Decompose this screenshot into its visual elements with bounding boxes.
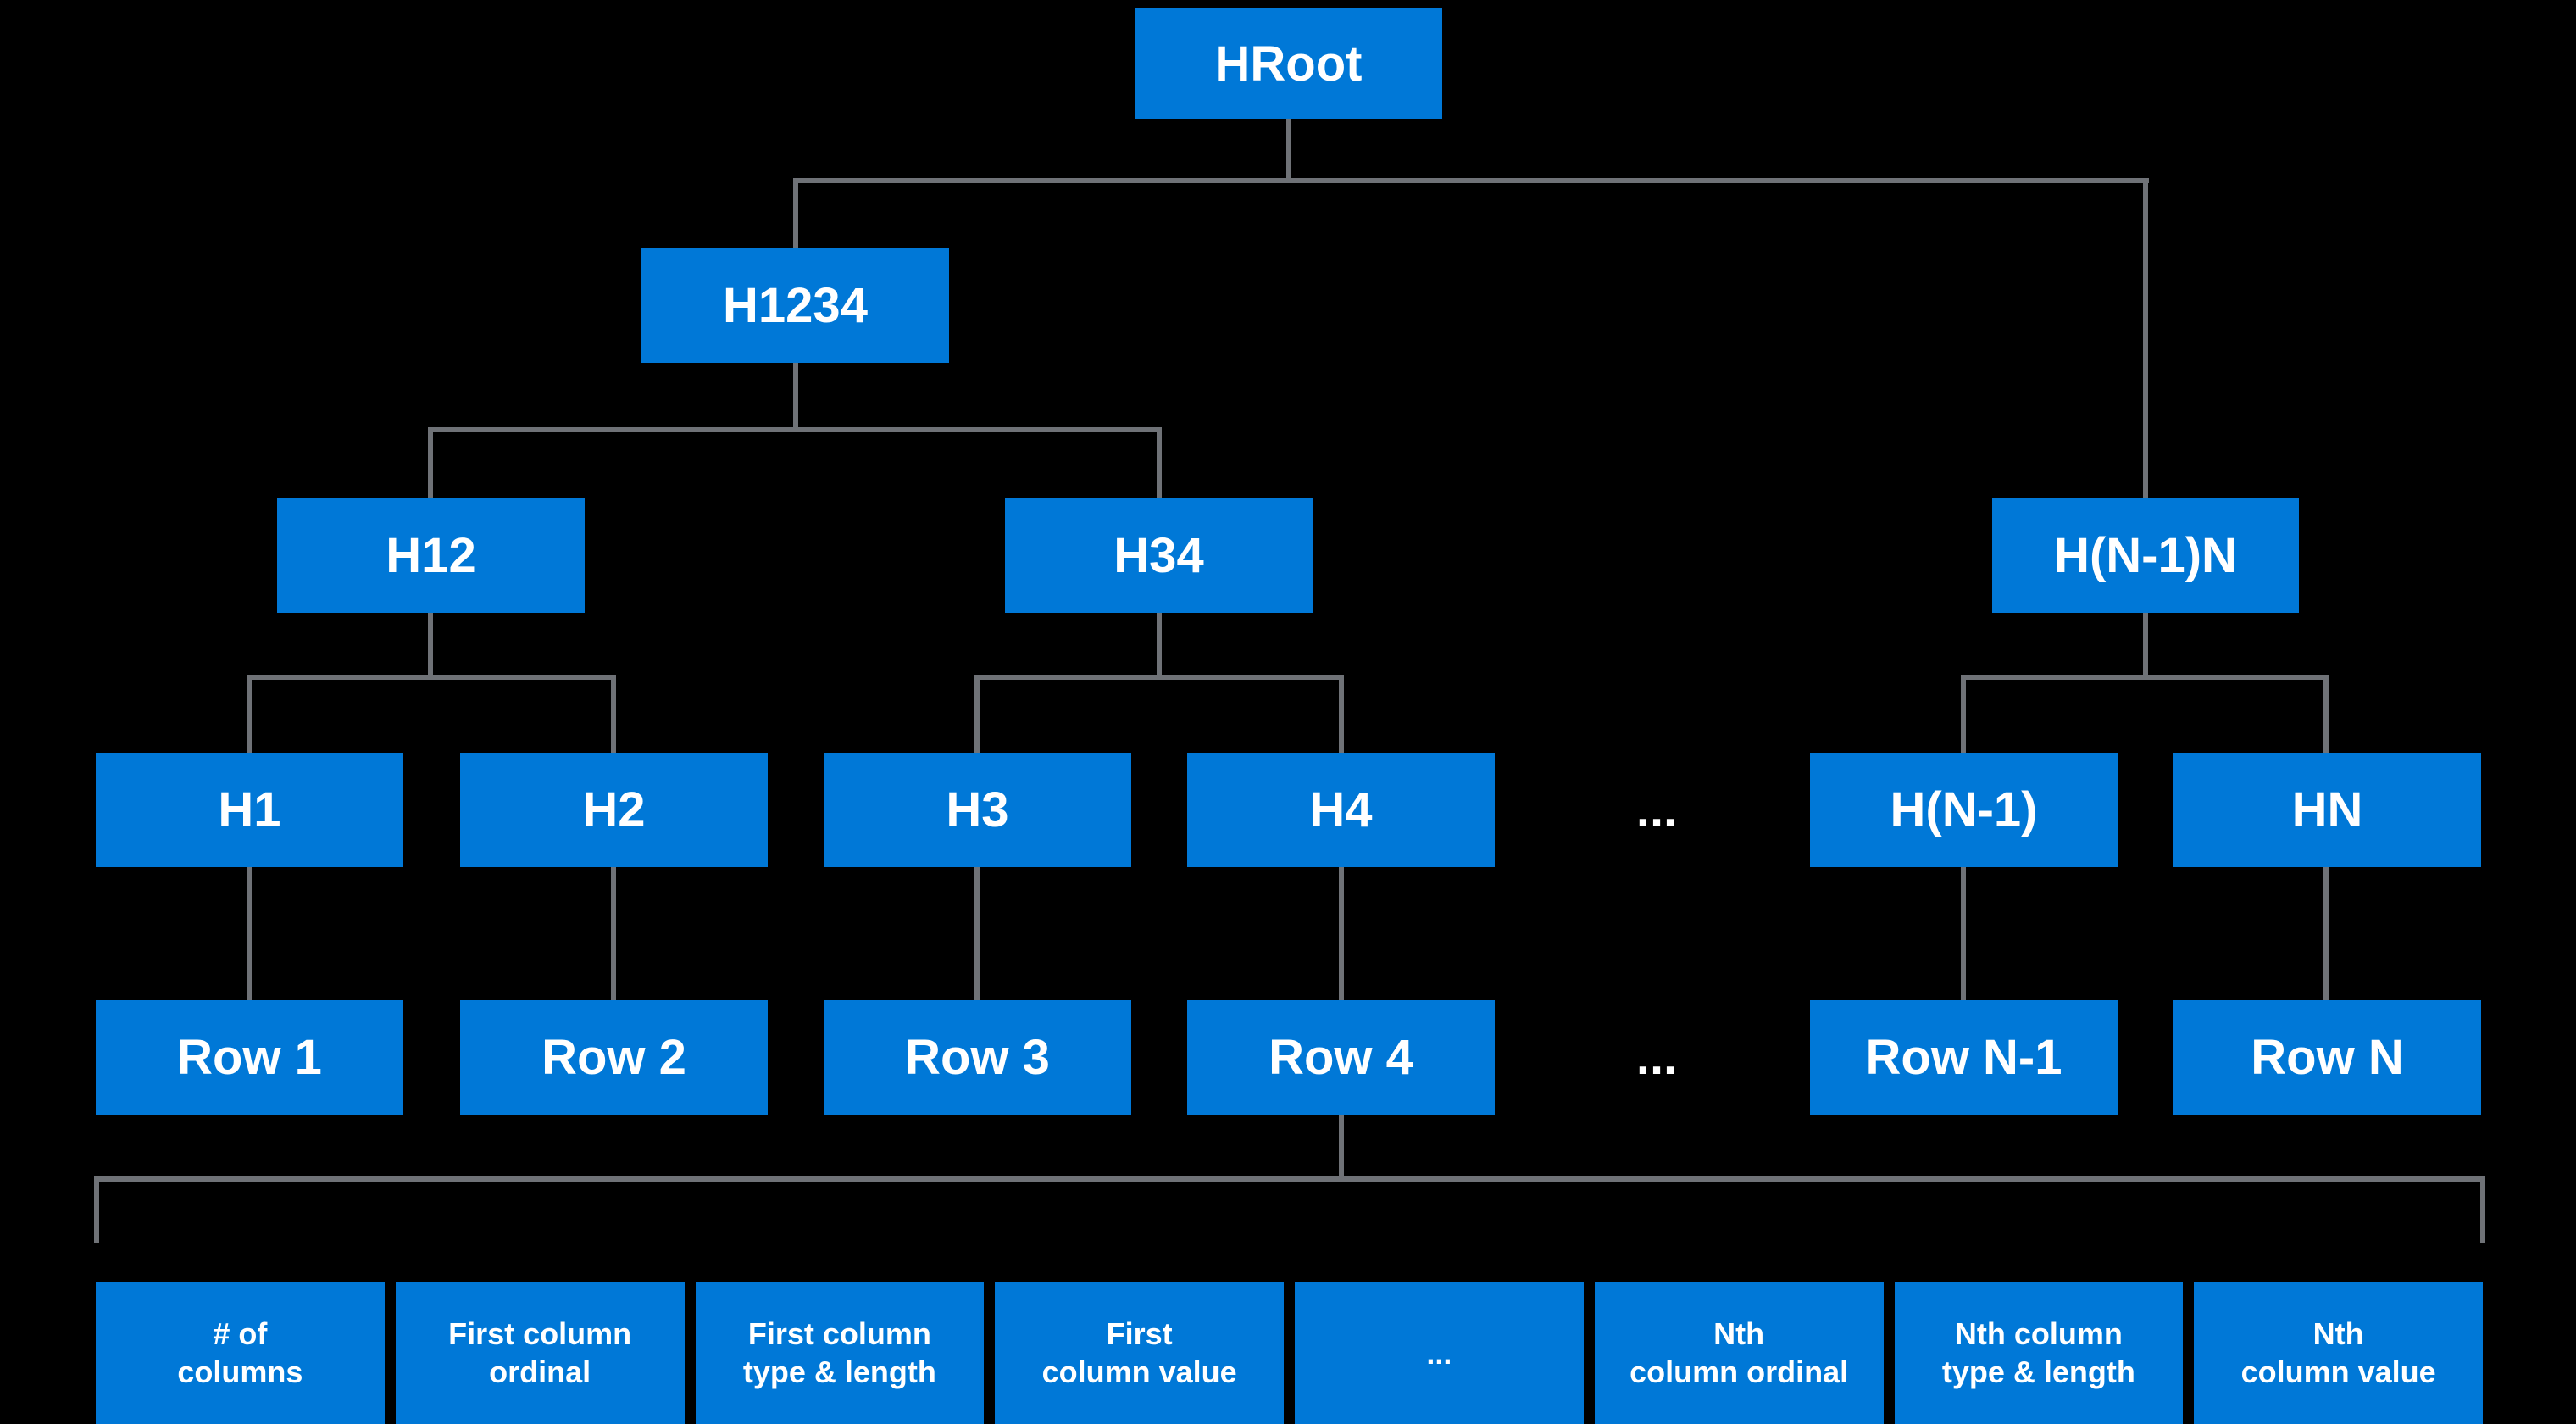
record-cell-nth-column-ordinal: Nth column ordinal (1594, 1282, 1884, 1424)
node-hn1n-label: H(N-1)N (2054, 528, 2237, 583)
connector-root-stem (1286, 117, 1291, 182)
connector-bottom-right-drop (2480, 1176, 2485, 1243)
connector-row4-stem (1339, 1113, 1344, 1181)
connector-hn1-rown1 (1961, 865, 1966, 1002)
connector-level1-horizontal (793, 178, 2149, 183)
connector-h1-row1 (247, 865, 252, 1002)
node-h34-label: H34 (1113, 528, 1204, 583)
connector-h1234-stem (793, 361, 798, 432)
node-hroot: HRoot (1135, 8, 1442, 119)
connector-level1-left-drop (793, 178, 798, 250)
node-rown: Row N (2174, 1000, 2481, 1115)
connector-h4-drop (1339, 675, 1344, 754)
row-record-layout: # of columns First column ordinal First … (96, 1282, 2483, 1424)
node-rown-label: Row N (2251, 1030, 2404, 1085)
record-cell-nth-column-type-length: Nth column type & length (1894, 1282, 2184, 1424)
connector-h34-stem (1157, 611, 1162, 679)
connector-h34-horizontal (974, 675, 1344, 680)
node-hn1-label: H(N-1) (1890, 782, 2038, 837)
connector-level2-right-drop (1157, 427, 1162, 500)
node-row2-label: Row 2 (541, 1030, 686, 1085)
node-row4-label: Row 4 (1269, 1030, 1413, 1085)
node-h1-label: H1 (218, 782, 281, 837)
connector-h12-horizontal (247, 675, 616, 680)
node-hn1: H(N-1) (1810, 753, 2118, 867)
node-row1-label: Row 1 (177, 1030, 322, 1085)
row-level-ellipsis-label: ... (1635, 1030, 1678, 1085)
node-h4-label: H4 (1309, 782, 1373, 837)
connector-hn-rown (2323, 865, 2329, 1002)
node-rown1: Row N-1 (1810, 1000, 2118, 1115)
connector-h3-drop (974, 675, 980, 754)
node-h1234: H1234 (641, 248, 949, 363)
hash-level-ellipsis: ... (1602, 753, 1712, 867)
connector-h2-drop (611, 675, 616, 754)
connector-hn1-drop (1961, 675, 1966, 754)
connector-bottom-left-drop (94, 1176, 99, 1243)
node-row1: Row 1 (96, 1000, 403, 1115)
node-hroot-label: HRoot (1214, 36, 1363, 92)
connector-level2-horizontal (428, 427, 1161, 432)
node-row2: Row 2 (460, 1000, 768, 1115)
record-cell-first-column-value: First column value (995, 1282, 1284, 1424)
connector-hn1n-horizontal (1961, 675, 2329, 680)
node-h12: H12 (277, 498, 585, 613)
connector-level1-right-drop (2143, 178, 2148, 500)
node-h1: H1 (96, 753, 403, 867)
node-hn-label: HN (2291, 782, 2363, 837)
connector-h1-drop (247, 675, 252, 754)
node-rown1-label: Row N-1 (1865, 1030, 2062, 1085)
node-h4: H4 (1187, 753, 1495, 867)
connector-h2-row2 (611, 865, 616, 1002)
node-h1234-label: H1234 (723, 278, 868, 333)
connector-level2-left-drop (428, 427, 433, 500)
node-h2-label: H2 (582, 782, 646, 837)
record-cell-num-columns: # of columns (96, 1282, 385, 1424)
node-h12-label: H12 (386, 528, 476, 583)
row-level-ellipsis: ... (1602, 1000, 1712, 1115)
connector-h4-row4 (1339, 865, 1344, 1002)
record-cell-first-column-ordinal: First column ordinal (395, 1282, 685, 1424)
node-row4: Row 4 (1187, 1000, 1495, 1115)
node-row3: Row 3 (824, 1000, 1131, 1115)
connector-h3-row3 (974, 865, 980, 1002)
node-hn: HN (2174, 753, 2481, 867)
record-cell-ellipsis: ... (1295, 1282, 1584, 1424)
record-cell-first-column-type-length: First column type & length (695, 1282, 985, 1424)
node-row3-label: Row 3 (905, 1030, 1050, 1085)
node-h34: H34 (1005, 498, 1313, 613)
connector-hn-drop (2323, 675, 2329, 754)
connector-h12-stem (428, 611, 433, 679)
hash-level-ellipsis-label: ... (1635, 782, 1678, 837)
node-h2: H2 (460, 753, 768, 867)
node-h3-label: H3 (946, 782, 1009, 837)
node-h3: H3 (824, 753, 1131, 867)
connector-hn1n-stem (2143, 611, 2148, 679)
record-cell-nth-column-value: Nth column value (2194, 1282, 2483, 1424)
connector-bottom-horizontal (94, 1176, 2485, 1182)
node-hn1n: H(N-1)N (1992, 498, 2299, 613)
